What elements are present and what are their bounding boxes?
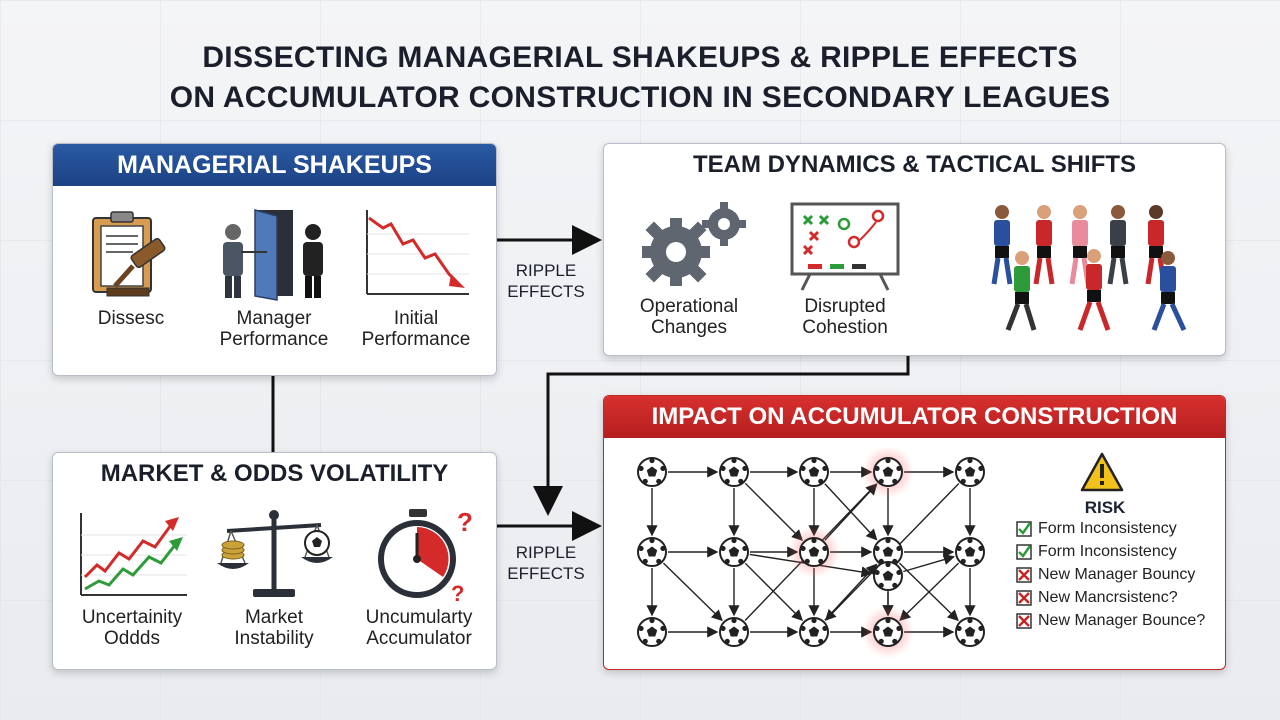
risk-item: New Manager Bouncy bbox=[1016, 566, 1195, 584]
gears-icon bbox=[642, 202, 746, 286]
checkbox-crossed-icon bbox=[1016, 590, 1032, 606]
item-market-instability: Market Instability bbox=[209, 505, 339, 649]
ball-network-diagram bbox=[637, 448, 985, 658]
network-edge bbox=[903, 554, 956, 573]
panel-team-dynamics: TEAM DYNAMICS & TACTICAL SHIFTS Operatio… bbox=[603, 143, 1226, 356]
soccer-ball-icon bbox=[955, 617, 985, 647]
risk-item-text: Form Inconsistency bbox=[1038, 520, 1177, 537]
soccer-ball-icon bbox=[873, 537, 903, 567]
soccer-ball-icon bbox=[862, 606, 914, 658]
rising-chart-icon bbox=[80, 513, 187, 596]
soccer-ball-icon bbox=[788, 526, 840, 578]
clipboard-gavel-icon bbox=[92, 211, 166, 297]
soccer-ball-icon bbox=[719, 617, 749, 647]
risk-item: Form Inconsistency bbox=[1016, 520, 1177, 538]
item-label: Market Instability bbox=[234, 607, 314, 649]
risk-title: RISK bbox=[1084, 498, 1126, 517]
item-label: Initial Performance bbox=[361, 308, 471, 350]
item-dissesc: Dissesc bbox=[71, 204, 191, 329]
risk-item-text: Form Inconsistency bbox=[1038, 543, 1177, 560]
checkbox-crossed-icon bbox=[1016, 613, 1032, 629]
item-label: Uncertainity Oddds bbox=[81, 607, 183, 649]
item-label: Operational Changes bbox=[639, 296, 739, 338]
risk-item-text: New Mancrsistenc? bbox=[1038, 589, 1178, 606]
risk-item: Form Inconsistency bbox=[1016, 543, 1177, 561]
players-illustration bbox=[991, 205, 1187, 332]
soccer-ball-icon bbox=[719, 457, 749, 487]
network-edge bbox=[662, 562, 723, 622]
item-disrupted-cohestion: Disrupted Cohestion bbox=[780, 194, 910, 338]
panel-market-volatility: MARKET & ODDS VOLATILITY Uncertainity Od… bbox=[52, 452, 497, 670]
item-operational-changes: Operational Changes bbox=[624, 194, 754, 338]
soccer-ball-icon bbox=[873, 561, 903, 591]
risk-item-text: New Manager Bounce? bbox=[1038, 612, 1206, 629]
risk-item: New Mancrsistenc? bbox=[1016, 589, 1178, 607]
checkbox-checked-icon bbox=[1016, 544, 1032, 560]
soccer-ball-icon bbox=[955, 457, 985, 487]
item-label: Uncumularty Accumulator bbox=[365, 607, 473, 649]
soccer-ball-icon bbox=[862, 448, 914, 498]
soccer-ball-icon bbox=[637, 617, 667, 647]
stopwatch-question-icon: ? ? bbox=[378, 507, 473, 605]
player-figure bbox=[991, 205, 1013, 285]
soccer-ball-icon bbox=[799, 457, 829, 487]
soccer-ball-icon bbox=[719, 537, 749, 567]
title-line-2: ON ACCUMULATOR CONSTRUCTION IN SECONDARY… bbox=[169, 81, 1111, 114]
item-uncertainity-odds: Uncertainity Oddds bbox=[67, 505, 197, 649]
ripple-label-bottom: RIPPLE EFFECTS bbox=[507, 543, 585, 583]
market-heading: MARKET & ODDS VOLATILITY bbox=[100, 460, 449, 487]
door-exit-icon bbox=[223, 209, 323, 301]
warning-icon bbox=[1080, 452, 1124, 492]
panel-managerial-shakeups: MANAGERIAL SHAKEUPS Dissesc Manager bbox=[52, 143, 497, 376]
connector-team-to-impact bbox=[533, 356, 910, 516]
risk-item-text: New Manager Bouncy bbox=[1038, 566, 1196, 583]
soccer-ball-icon bbox=[799, 617, 829, 647]
managerial-heading: MANAGERIAL SHAKEUPS bbox=[53, 144, 496, 186]
impact-heading: IMPACT ON ACCUMULATOR CONSTRUCTION bbox=[604, 396, 1225, 438]
declining-chart-icon bbox=[366, 210, 469, 295]
checkbox-crossed-icon bbox=[1016, 567, 1032, 583]
item-label: Disrupted Cohestion bbox=[802, 296, 888, 338]
network-edge bbox=[744, 482, 803, 541]
item-manager-performance: Manager Performance bbox=[211, 204, 337, 350]
tactics-board-icon bbox=[790, 202, 900, 291]
page-title: DISSECTING MANAGERIAL SHAKEUPS & RIPPLE … bbox=[0, 38, 1280, 118]
soccer-ball-icon bbox=[637, 457, 667, 487]
item-initial-performance: Initial Performance bbox=[353, 204, 479, 350]
ripple-label-top: RIPPLE EFFECTS bbox=[507, 261, 585, 301]
svg-text:?: ? bbox=[457, 507, 473, 537]
risk-item: New Manager Bounce? bbox=[1016, 612, 1205, 630]
svg-text:?: ? bbox=[451, 581, 464, 605]
soccer-ball-icon bbox=[637, 537, 667, 567]
item-label: Dissesc bbox=[97, 308, 165, 329]
network-edge bbox=[899, 562, 960, 622]
item-uncumularty-accumulator: ? ? Uncumularty Accumulator bbox=[353, 505, 485, 649]
checkbox-checked-icon bbox=[1016, 521, 1032, 537]
panel-impact: IMPACT ON ACCUMULATOR CONSTRUCTION RISK … bbox=[603, 395, 1226, 670]
title-line-1: DISSECTING MANAGERIAL SHAKEUPS & RIPPLE … bbox=[202, 41, 1078, 74]
soccer-ball-icon bbox=[955, 537, 985, 567]
balance-scale-icon bbox=[217, 510, 333, 597]
team-heading: TEAM DYNAMICS & TACTICAL SHIFTS bbox=[692, 151, 1137, 178]
item-label: Manager Performance bbox=[219, 308, 329, 350]
